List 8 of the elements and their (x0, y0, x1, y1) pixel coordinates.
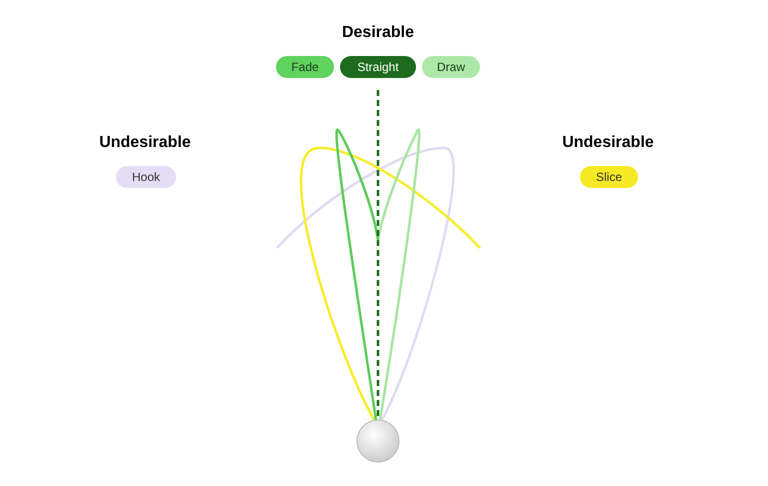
shot-type-tag: Hook (116, 166, 176, 188)
category-heading: Undesirable (561, 134, 655, 152)
shot-type-tag: Straight (340, 56, 416, 78)
shot-type-tag: Fade (276, 56, 334, 78)
category-heading: Undesirable (98, 134, 192, 152)
shot-type-tag: Slice (580, 166, 638, 188)
shot-type-tag: Draw (422, 56, 480, 78)
category-heading: Desirable (340, 24, 416, 42)
